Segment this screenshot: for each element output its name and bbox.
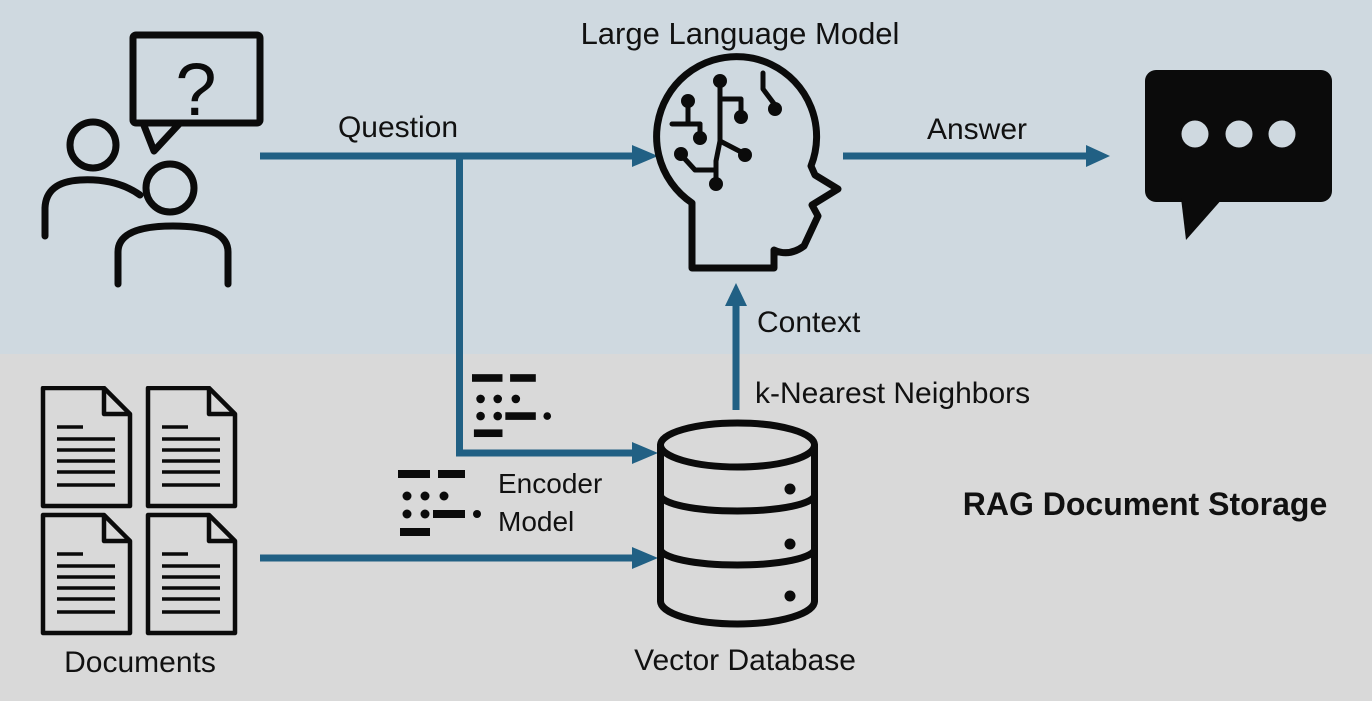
users-question-bubble-icon: ?	[41, 31, 264, 288]
user-front-head	[142, 160, 198, 216]
documents-grid-icon	[40, 386, 240, 638]
encoder-label-line2: Model	[498, 506, 575, 537]
query-flow-region-background	[0, 0, 1372, 354]
knn-label: k-Nearest Neighbors	[755, 377, 1031, 410]
user-back-shoulders	[41, 176, 144, 240]
encoder-label: Encoder Model	[498, 465, 602, 541]
user-front-shoulders	[114, 222, 232, 288]
document-icon	[148, 515, 235, 633]
chat-bubble-tail	[1181, 198, 1223, 240]
speech-bubble	[129, 31, 264, 127]
circuit-nodes	[674, 74, 782, 191]
user-back-head	[66, 118, 120, 172]
document-icon	[43, 388, 130, 506]
encoder-dot-pattern-icon	[398, 470, 481, 536]
question-branch-arrow	[456, 156, 658, 464]
document-icon	[148, 388, 235, 506]
chat-bubble-dots-icon	[1145, 70, 1332, 240]
rag-storage-title: RAG Document Storage	[962, 486, 1328, 522]
encoder-dot-pattern-icon	[472, 374, 552, 438]
circuit-lines	[669, 70, 778, 183]
document-icon	[43, 515, 130, 633]
answer-label: Answer	[926, 113, 1028, 146]
llm-title: Large Language Model	[580, 16, 900, 51]
vector-db-label: Vector Database	[634, 644, 856, 677]
question-arrow	[260, 145, 658, 167]
cylinder-outline	[657, 419, 818, 628]
chat-bubble-dots	[1181, 120, 1296, 148]
question-label: Question	[337, 111, 459, 144]
documents-label: Documents	[64, 646, 216, 679]
speech-bubble-tail	[139, 119, 184, 155]
documents-arrow	[260, 547, 658, 569]
context-arrow	[725, 283, 747, 410]
head-outline	[653, 53, 842, 272]
encoder-label-line1: Encoder	[498, 468, 603, 499]
answer-arrow	[843, 145, 1110, 167]
cylinder-dots	[784, 483, 796, 602]
head-circuit-brain-icon	[653, 53, 842, 272]
question-mark: ?	[175, 48, 216, 131]
context-label: Context	[757, 306, 861, 339]
vector-database-cylinder-icon	[657, 419, 818, 628]
